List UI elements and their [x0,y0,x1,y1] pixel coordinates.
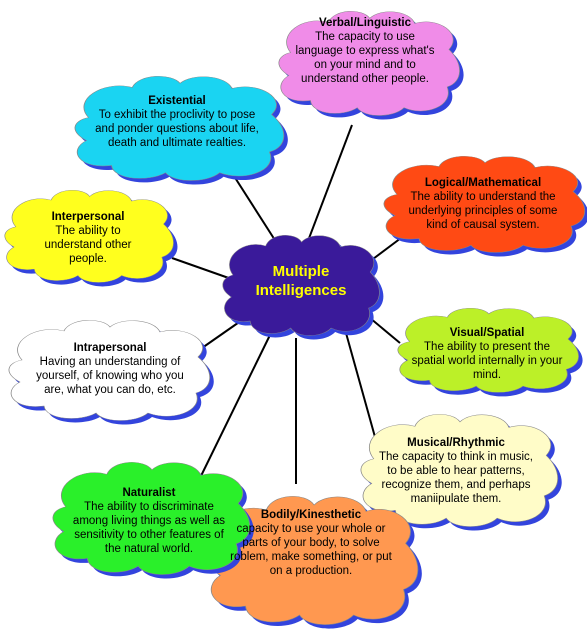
node-title: Visual/Spatial [449,327,525,339]
node-musical-rhythmic: Musical/Rhythmic The capacity to think i… [373,436,539,506]
node-description: The ability to discriminate among living… [72,501,226,555]
node-title: Logical/Mathematical [424,177,542,189]
node-title: Intrapersonal [73,342,147,354]
node-description: The ability to understand the underlying… [408,191,558,231]
node-title: Verbal/Linguistic [318,17,412,29]
node-description: The capacity to use language to express … [295,31,435,85]
node-bodily-kinesthetic: Bodily/Kinesthetic capacity to use your … [228,508,394,578]
node-intrapersonal: Intrapersonal Having an understanding of… [30,341,190,397]
node-title: Naturalist [122,487,176,499]
node-logical-mathematical: Logical/Mathematical The ability to unde… [398,176,568,232]
node-description: The ability to present the spatial world… [411,341,563,381]
central-topic-line1: Multiple [272,263,330,280]
node-naturalist: Naturalist The ability to discriminate a… [66,486,232,556]
node-visual-spatial: Visual/Spatial The ability to present th… [407,326,567,382]
node-description: Having an understanding of yourself, of … [36,356,184,396]
node-description: capacity to use your whole or parts of y… [230,523,392,577]
node-verbal-linguistic: Verbal/Linguistic The capacity to use la… [290,16,440,86]
central-topic-line2: Intelligences [255,282,347,299]
node-title: Interpersonal [51,211,125,223]
node-interpersonal: Interpersonal The ability to understand … [30,210,146,266]
node-title: Musical/Rhythmic [407,437,505,449]
node-title: Bodily/Kinesthetic [260,509,362,521]
node-title: Existential [148,95,206,107]
node-existential: Existential To exhibit the proclivity to… [93,94,261,150]
central-topic: Multiple Intelligences [228,262,374,300]
node-description: The capacity to think in music, to be ab… [378,451,534,505]
node-description: The ability to understand other people. [44,225,132,265]
node-description: To exhibit the proclivity to pose and po… [95,109,259,149]
